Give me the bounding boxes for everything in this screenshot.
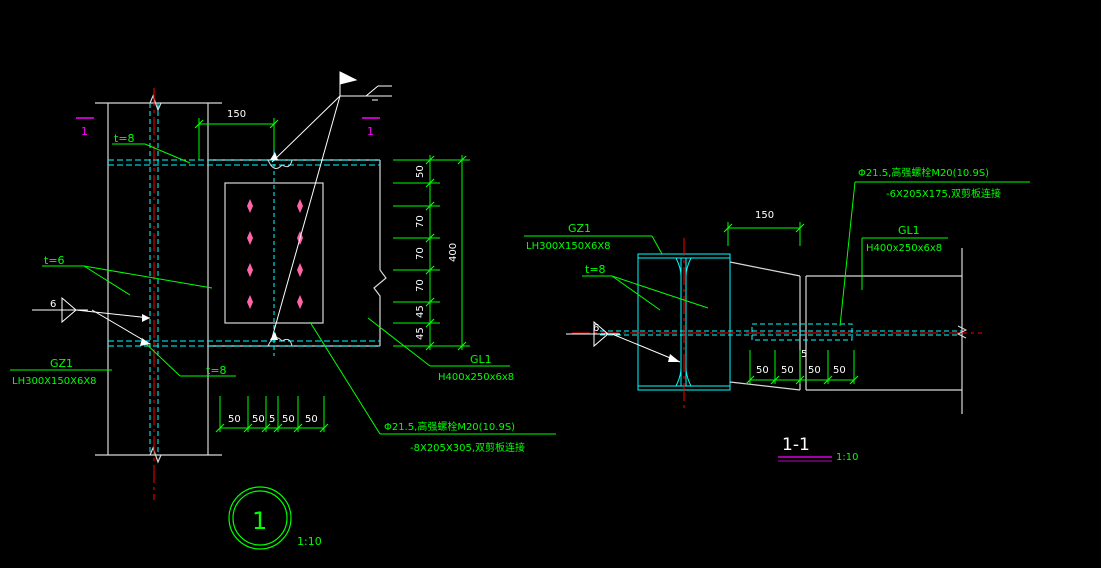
- flange-thickness-bottom: t=8: [206, 364, 227, 377]
- detail-bubble-inner: [232, 490, 288, 546]
- horizontal-dim-right-4: 50: [833, 365, 846, 376]
- horizontal-dim-right-2: 50: [781, 365, 794, 376]
- horizontal-dim-right-1: 50: [756, 365, 769, 376]
- weld-leader-right: [566, 320, 681, 363]
- bolt-spec-right: Φ21.5,高强螺栓M20(10.9S): [858, 166, 989, 179]
- weld-symbol-size: 6: [50, 299, 56, 310]
- column-spec: LH300X150X6X8: [12, 376, 97, 387]
- detail-bubble-outer: [228, 486, 292, 550]
- detail-scale: 1:10: [297, 535, 322, 548]
- vertical-dim-total: 400: [448, 243, 459, 262]
- leader-lines-right: [524, 181, 1030, 327]
- bolt-spec: Φ21.5,高强螺栓M20(10.9S): [384, 420, 515, 433]
- column-spec-right: LH300X150X6X8: [526, 241, 611, 252]
- arrowhead: [140, 338, 150, 346]
- section-marker-left: 1: [81, 125, 88, 138]
- detail-1-elevation: 1 1 t=8 t=6 t=8 6 150 GZ1 LH300X150X6X8 …: [10, 71, 556, 550]
- beam-flanges: [108, 159, 380, 347]
- vertical-dim-5: 45: [415, 305, 426, 318]
- vertical-dim-4: 70: [415, 279, 426, 292]
- web-thickness: t=6: [44, 254, 65, 267]
- vertical-dim-6: 45: [415, 327, 426, 340]
- horizontal-dim-2: 50: [252, 414, 265, 425]
- weld-access-holes: [267, 159, 293, 347]
- dimension-ticks-right: [723, 223, 859, 385]
- bolt-group: [247, 199, 303, 309]
- vertical-dim-2: 70: [415, 215, 426, 228]
- detail-number: 1: [252, 507, 267, 535]
- weld-leaders: [32, 71, 392, 345]
- section-title: 1-1: [782, 435, 810, 455]
- dim-plate-offset-right: 150: [755, 210, 774, 221]
- flange-thickness-top: t=8: [114, 132, 135, 145]
- dimension-lines: [198, 118, 470, 432]
- arrowhead: [270, 152, 278, 160]
- column-outline: [95, 94, 387, 464]
- gap-dim: 5: [801, 349, 807, 360]
- break-symbol: [956, 325, 968, 339]
- beam-spec-right: H400x250x6x8: [866, 243, 942, 254]
- beam-spec: H400x250x6x8: [438, 372, 514, 383]
- beam-label: GL1: [470, 353, 492, 366]
- horizontal-dim-right-3: 50: [808, 365, 821, 376]
- dim-plate-offset: 150: [227, 109, 246, 120]
- plate-spec: -8X205X305,双剪板连接: [410, 441, 525, 454]
- shear-splice-plate: [224, 182, 324, 324]
- horizontal-dim-1: 50: [228, 414, 241, 425]
- detail-1-1-section: 6 Φ21.5,高强螺栓M20(10.9S) -6X205X175,双剪板连接 …: [524, 166, 1030, 463]
- section-scale: 1:10: [836, 452, 858, 463]
- horizontal-dim-4: 50: [282, 414, 295, 425]
- beam-label-right: GL1: [898, 224, 920, 237]
- flange-thickness-right: t=8: [585, 263, 606, 276]
- splice-plates-dashed: [600, 323, 962, 341]
- vertical-dim-3: 70: [415, 247, 426, 260]
- vertical-dim-1: 50: [415, 165, 426, 178]
- arrowhead: [142, 314, 150, 322]
- dimension-lines-right: [727, 222, 855, 384]
- plate-spec-right: -6X205X175,双剪板连接: [886, 187, 1001, 200]
- horizontal-dim-3: 5: [269, 414, 275, 425]
- arrowhead: [270, 332, 278, 340]
- horizontal-dim-5: 50: [305, 414, 318, 425]
- section-marker-right: 1: [367, 125, 374, 138]
- leader-lines: [10, 143, 556, 435]
- arrowhead: [668, 354, 680, 362]
- column-label-right: GZ1: [568, 222, 591, 235]
- weld-symbol-size-right: 6: [593, 323, 599, 334]
- dimension-ticks: [194, 119, 467, 433]
- column-label: GZ1: [50, 357, 73, 370]
